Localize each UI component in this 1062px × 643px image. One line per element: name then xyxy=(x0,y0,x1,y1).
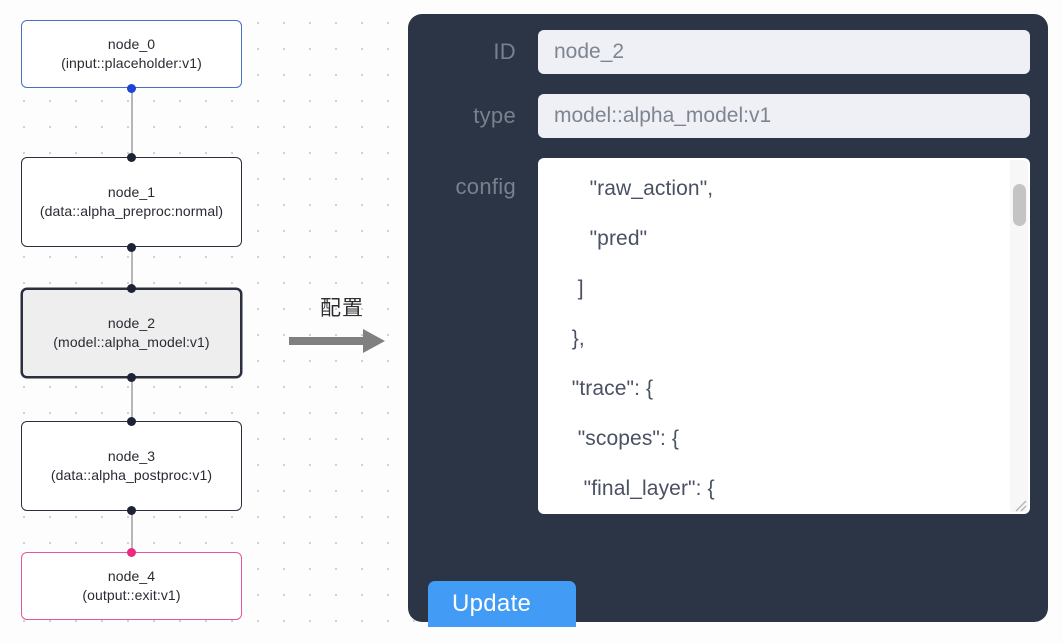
node-type-label: (data::alpha_preproc:normal) xyxy=(39,203,224,219)
graph-node-node_0[interactable]: node_0 (input::placeholder:v1) xyxy=(21,20,242,88)
node_3-input-port[interactable] xyxy=(127,417,136,426)
config-scrollbar[interactable] xyxy=(1010,160,1028,512)
node-type-label: (input::placeholder:v1) xyxy=(61,55,202,71)
node-type-label: (model::alpha_model:v1) xyxy=(53,334,210,350)
node_2-input-port[interactable] xyxy=(127,284,136,293)
graph-node-node_3[interactable]: node_3 (data::alpha_postproc:v1) xyxy=(21,421,242,511)
id-input[interactable] xyxy=(538,30,1030,74)
node-id-label: node_2 xyxy=(107,315,156,331)
config-scrollbar-thumb[interactable] xyxy=(1013,184,1026,226)
node-type-label: (data::alpha_postproc:v1) xyxy=(50,467,213,483)
right-arrow-icon xyxy=(289,329,385,353)
edge-node2-node3 xyxy=(131,375,133,418)
node-id-label: node_1 xyxy=(107,184,156,200)
config-textarea-wrap: "raw_action", "pred" ] }, "trace": { "sc… xyxy=(538,158,1030,514)
node_3-output-port[interactable] xyxy=(127,506,136,515)
config-field-row: config "raw_action", "pred" ] }, "trace"… xyxy=(426,158,1030,514)
node_2-output-port[interactable] xyxy=(127,373,136,382)
update-button[interactable]: Update xyxy=(428,581,576,627)
id-field-row: ID xyxy=(426,30,1030,74)
edge-node0-node1 xyxy=(131,88,133,160)
resize-grip-icon[interactable] xyxy=(1013,498,1027,512)
node_1-input-port[interactable] xyxy=(127,153,136,162)
annotation-group: 配置 xyxy=(287,295,397,365)
edge-node1-node2 xyxy=(131,245,133,287)
node_1-output-port[interactable] xyxy=(127,243,136,252)
type-field-row: type xyxy=(426,94,1030,138)
config-textarea[interactable]: "raw_action", "pred" ] }, "trace": { "sc… xyxy=(538,158,1030,514)
node-id-label: node_4 xyxy=(107,568,156,584)
node-id-label: node_0 xyxy=(107,36,156,52)
graph-node-node_4[interactable]: node_4 (output::exit:v1) xyxy=(21,552,242,620)
id-field-label: ID xyxy=(493,39,516,64)
graph-node-node_1[interactable]: node_1 (data::alpha_preproc:normal) xyxy=(21,157,242,247)
type-field-label: type xyxy=(473,103,516,128)
annotation-label: 配置 xyxy=(320,296,364,320)
node_4-input-port[interactable] xyxy=(127,548,136,557)
edge-node3-node4 xyxy=(131,510,133,552)
graph-node-node_2[interactable]: node_2 (model::alpha_model:v1) xyxy=(21,288,242,378)
config-field-label: config xyxy=(455,174,516,199)
type-input[interactable] xyxy=(538,94,1030,138)
node-id-label: node_3 xyxy=(107,448,156,464)
node_0-output-port[interactable] xyxy=(127,84,136,93)
node-config-panel: ID type config "raw_action", "pred" ] },… xyxy=(408,14,1048,622)
node-type-label: (output::exit:v1) xyxy=(82,587,181,603)
